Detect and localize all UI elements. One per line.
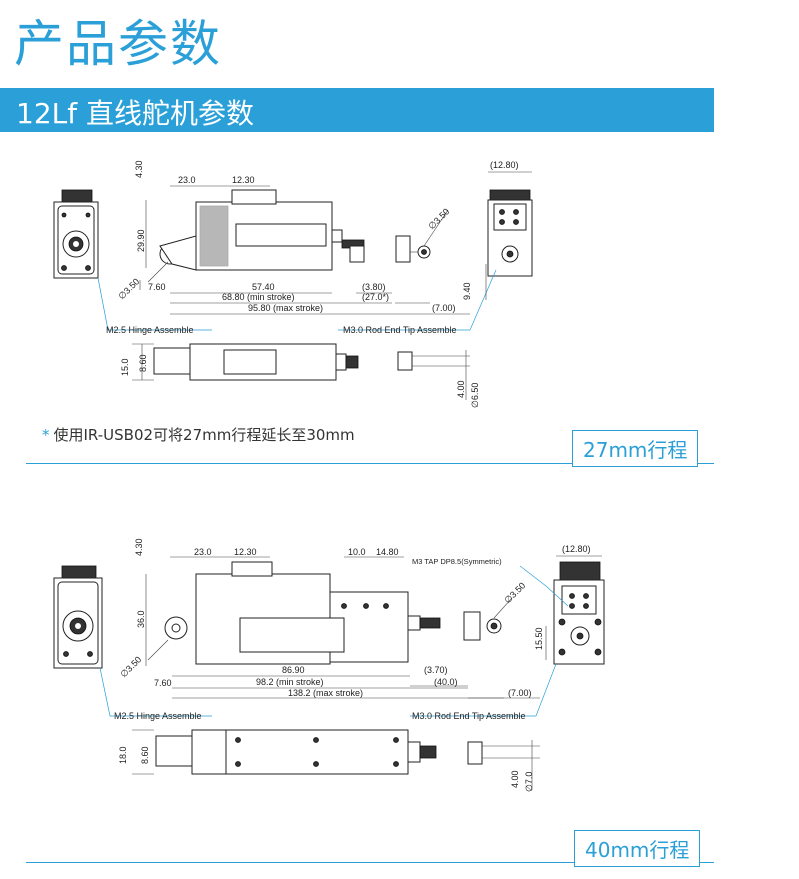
label-tap: M3 TAP DP8.5(Symmetric) — [412, 557, 502, 566]
note-text: 使用IR-USB02可将27mm行程延长至30mm — [53, 426, 355, 444]
divider-2 — [26, 862, 714, 863]
dim: 12.30 — [234, 547, 257, 557]
dim: 4.30 — [134, 538, 144, 556]
bottom-view-1 — [132, 343, 470, 381]
drawing-40mm: 4.30 23.0 12.30 10.0 14.80 M3 TAP DP8.5(… — [53, 538, 605, 792]
stroke-tag-27: 27mm行程 — [572, 430, 699, 467]
dim: 12.30 — [232, 175, 255, 185]
dim: ∅3.50 — [426, 206, 451, 231]
dim: 9.40 — [462, 282, 472, 300]
section-banner: 12Lf 直线舵机参数 — [0, 88, 714, 132]
dim: 7.60 — [154, 678, 172, 688]
rod-end-1 — [395, 235, 431, 263]
dim: 36.0 — [136, 610, 146, 628]
hinge-leader-2 — [99, 667, 212, 717]
dim: 98.2 (min stroke) — [256, 677, 324, 687]
dim: (3.80) — [362, 282, 386, 292]
dim: 7.60 — [148, 282, 166, 292]
label-hinge-2: M2.5 Hinge Assemble — [114, 711, 202, 721]
dim: (7.00) — [508, 688, 532, 698]
dim: 4.00 — [456, 380, 466, 398]
label-hinge-1: M2.5 Hinge Assemble — [106, 325, 194, 335]
dim: 86.90 — [282, 665, 305, 675]
extension-note: *使用IR-USB02可将27mm行程延长至30mm — [42, 424, 355, 445]
side-view-2 — [145, 556, 540, 699]
end-view-hinge-2 — [53, 565, 103, 669]
dim: 95.80 (max stroke) — [248, 303, 323, 313]
rod-end-2 — [463, 611, 502, 641]
drawing-27mm: 4.30 23.0 12.30 (12.80) 29.90 ∅3.50 ∅3.5… — [53, 160, 533, 408]
dim: 138.2 (max stroke) — [288, 688, 363, 698]
note-star-icon: * — [42, 426, 50, 444]
dim: 23.0 — [178, 175, 196, 185]
dim: ∅6.50 — [470, 383, 480, 408]
hinge-leader-1 — [97, 277, 212, 331]
label-rod-2: M3.0 Rod End Tip Assemble — [412, 711, 526, 721]
dim: (12.80) — [490, 160, 519, 170]
dim: 15.50 — [534, 627, 544, 650]
stroke-tag-40: 40mm行程 — [574, 830, 701, 867]
end-view-rod-2 — [553, 555, 605, 665]
dim: ∅3.50 — [502, 580, 527, 605]
dim: (3.70) — [424, 665, 448, 675]
divider-1 — [26, 463, 714, 464]
dim: 29.90 — [136, 229, 146, 252]
dim: 8.60 — [140, 746, 150, 764]
dim: 8.60 — [138, 354, 148, 372]
dim: 10.0 — [348, 547, 366, 557]
dim: (40.0) — [434, 677, 458, 687]
dim: 15.0 — [120, 358, 130, 376]
dim: (7.00) — [432, 303, 456, 313]
dim: ∅3.50 — [118, 654, 143, 679]
bottom-view-2 — [132, 729, 540, 775]
page-title: 产品参数 — [14, 15, 222, 73]
end-view-hinge-1 — [53, 189, 99, 279]
dim: 14.80 — [376, 547, 399, 557]
dim: 68.80 (min stroke) — [222, 292, 295, 302]
dim: (12.80) — [562, 544, 591, 554]
dim: 4.30 — [134, 160, 144, 178]
dim: ∅3.50 — [116, 276, 141, 301]
banner-text: 12Lf 直线舵机参数 — [16, 97, 254, 130]
label-rod-1: M3.0 Rod End Tip Assemble — [343, 325, 457, 335]
dim: (27.0*) — [362, 292, 389, 302]
dim: 23.0 — [194, 547, 212, 557]
dim: 4.00 — [510, 770, 520, 788]
side-view-1 — [139, 185, 470, 315]
dim: 57.40 — [252, 282, 275, 292]
dim: 18.0 — [118, 746, 128, 764]
dim: ∅7.0 — [524, 772, 534, 792]
end-view-rod-1 — [487, 171, 533, 277]
